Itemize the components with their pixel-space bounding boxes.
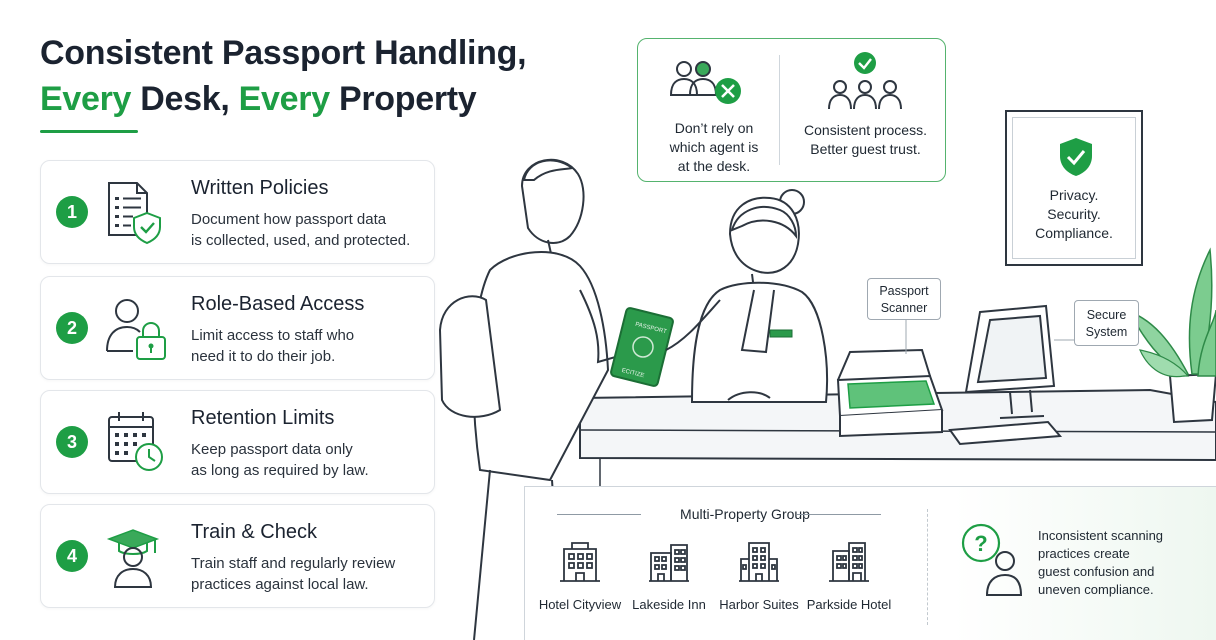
heading-rule-left	[557, 514, 641, 515]
step-number-badge: 4	[56, 540, 88, 572]
front-desk-illustration: PASSPORT ECITIZE	[438, 158, 1216, 640]
desk-agent-figure	[665, 189, 828, 403]
step-number-badge: 1	[56, 196, 88, 228]
suites-building-icon	[739, 542, 779, 582]
plant-decoration	[1128, 247, 1216, 424]
panel-separator	[927, 509, 928, 625]
calendar-clock-icon	[108, 412, 163, 471]
passport-bottom-text: ECITIZE	[621, 368, 645, 379]
title-every-2: Every	[238, 80, 330, 118]
secure-system-computer	[948, 304, 1063, 446]
title-underline	[40, 130, 138, 133]
property-label: Hotel Cityview	[538, 597, 622, 612]
page-title: Consistent Passport Handling, Every Desk…	[40, 30, 600, 122]
step-card-written-policies: 1 Written Policies Document how passport…	[40, 160, 435, 264]
step-title: Written Policies	[191, 177, 329, 199]
passport-scanner-device	[836, 348, 944, 438]
team-check-icon	[828, 52, 902, 110]
privacy-wall-sign: Privacy.Security.Compliance.	[1005, 110, 1143, 266]
parkside-building-icon	[829, 542, 869, 582]
title-line-1: Consistent Passport Handling,	[40, 34, 527, 72]
title-desk: Desk,	[131, 80, 239, 118]
callout-right-text: Consistent process.Better guest trust.	[804, 122, 927, 157]
property-harbor-suites: Harbor Suites	[711, 539, 807, 612]
graduation-cap-user-icon	[106, 529, 160, 588]
title-every-1: Every	[40, 80, 132, 118]
property-label: Lakeside Inn	[632, 597, 706, 612]
confused-user-question-icon: ?	[961, 523, 1023, 596]
step-title: Role-Based Access	[191, 293, 365, 315]
step-title: Retention Limits	[191, 407, 335, 429]
panel-heading: Multi-Property Group	[680, 506, 810, 522]
svg-text:?: ?	[974, 531, 987, 556]
callout-divider	[779, 55, 780, 165]
multi-property-panel: Multi-Property Group Hotel Cityview	[524, 486, 1216, 640]
passport-illustration: PASSPORT ECITIZE	[610, 307, 674, 387]
step-number-badge: 2	[56, 312, 88, 344]
property-label: Harbor Suites	[719, 597, 799, 612]
user-lock-icon	[106, 299, 166, 360]
heading-rule-right	[797, 514, 881, 515]
step-number-badge: 3	[56, 426, 88, 458]
step-card-retention-limits: 3 Retention Limits Keep passport data on…	[40, 390, 435, 494]
guest-figure	[438, 158, 641, 640]
agents-cross-icon	[669, 61, 741, 104]
policy-document-shield-icon	[108, 182, 161, 245]
hotel-building-icon	[560, 542, 600, 582]
property-label: Parkside Hotel	[806, 597, 892, 612]
step-card-role-based-access: 2 Role-Based Access Limit access to staf…	[40, 276, 435, 380]
shield-check-icon	[1060, 138, 1092, 176]
step-card-train-check: 4 Train & Check Train staff and regularl…	[40, 504, 435, 608]
sign-text: Privacy.Security.Compliance.	[1035, 187, 1113, 241]
property-hotel-cityview: Hotel Cityview	[532, 539, 628, 612]
step-title: Train & Check	[191, 521, 317, 543]
title-property: Property	[329, 80, 477, 118]
property-parkside-hotel: Parkside Hotel	[801, 539, 897, 612]
property-lakeside-inn: Lakeside Inn	[621, 539, 717, 612]
inn-building-icon	[649, 544, 689, 582]
title-line-2: Every Desk, Every Property	[40, 76, 600, 122]
